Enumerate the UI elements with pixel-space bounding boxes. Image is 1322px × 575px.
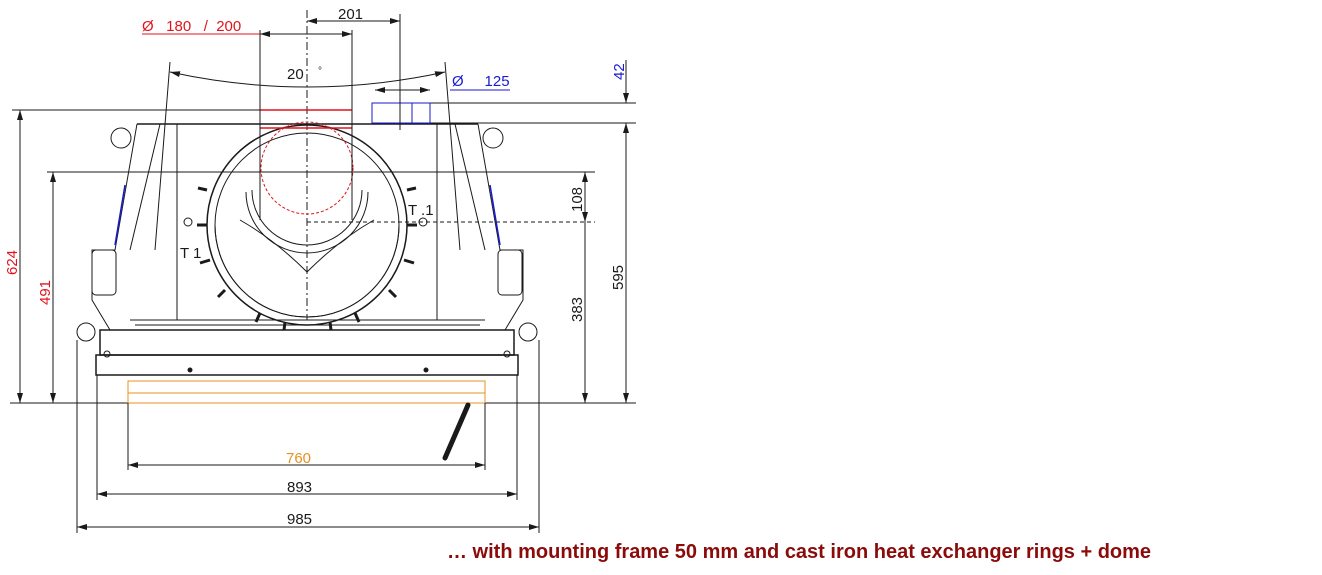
dim-flue-diameter: Ø 180 / 200 [142, 18, 241, 35]
flue-collar [260, 109, 354, 215]
label-t1-right: T .1 [408, 202, 434, 219]
dim-108: 108 [569, 187, 586, 212]
dim-383: 383 [569, 297, 586, 322]
firebox-ring [197, 124, 417, 331]
dim-201: 201 [338, 6, 363, 23]
dim-491: 491 [37, 280, 54, 305]
handle-icon [442, 402, 471, 461]
dim-42: 42 [611, 63, 628, 80]
air-inlet [371, 102, 431, 124]
dim-624: 624 [4, 250, 21, 275]
dim-angle-unit: ° [318, 66, 322, 77]
mounting-frame [127, 380, 486, 404]
dim-985: 985 [287, 511, 312, 528]
dimension-lines [17, 14, 629, 533]
dim-angle: 20 [287, 66, 304, 83]
label-t1-left: T 1 [180, 245, 201, 262]
reference-lines [10, 10, 636, 404]
stove-body [76, 123, 538, 376]
caption: … with mounting frame 50 mm and cast iro… [447, 541, 1152, 563]
dim-760: 760 [286, 450, 311, 467]
dim-595: 595 [610, 265, 627, 290]
dim-893: 893 [287, 479, 312, 496]
dim-air-diameter: Ø 125 [452, 73, 510, 90]
